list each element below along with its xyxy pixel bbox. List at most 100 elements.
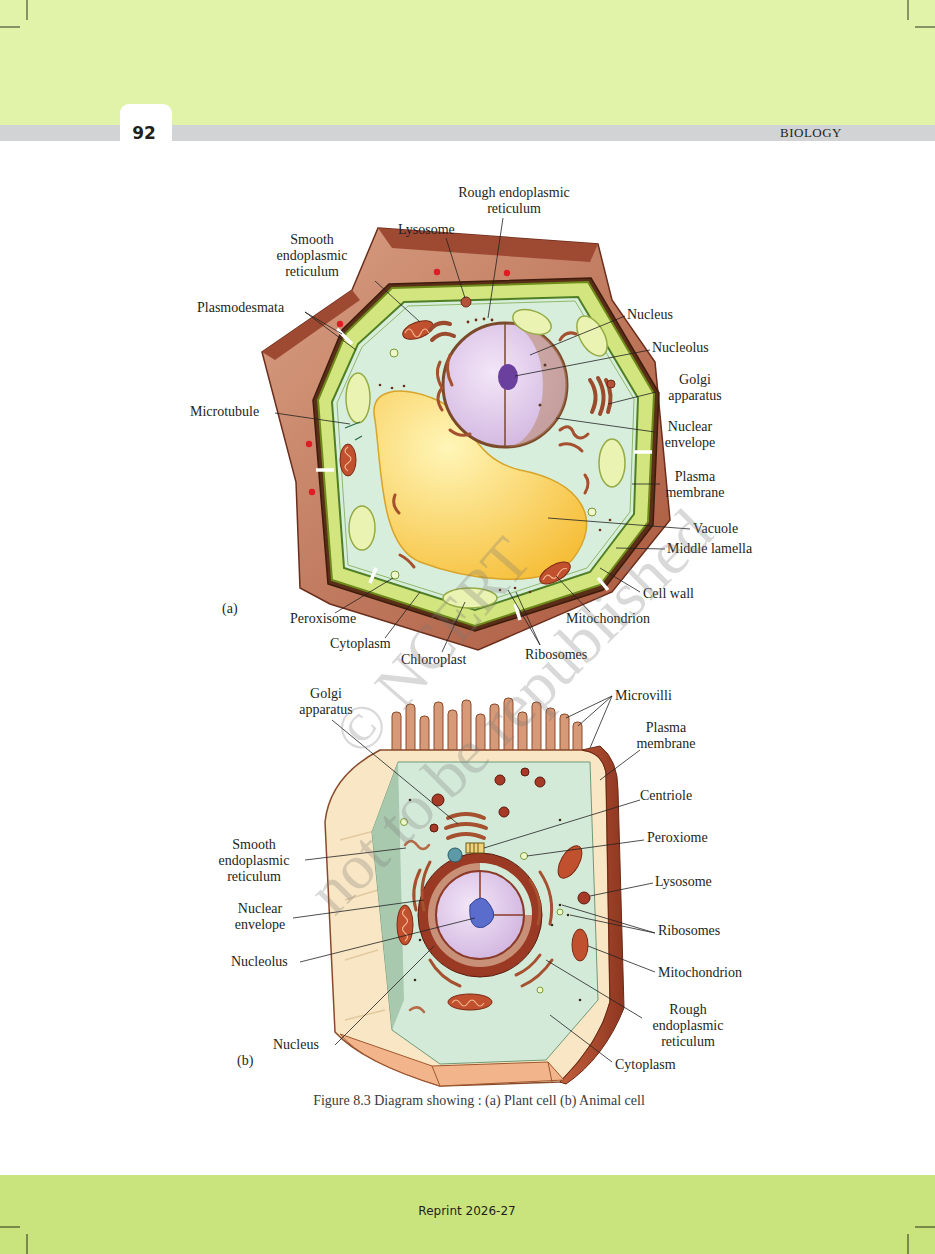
nucleus (470, 898, 494, 928)
centriole (466, 843, 484, 853)
rough-endoplasmic-reticulum (414, 862, 552, 986)
part-label: Nucleus (273, 1037, 319, 1053)
rough-er-ribosomes (483, 318, 486, 321)
running-header: BIOLOGY (780, 125, 842, 141)
pit-dots (309, 489, 315, 495)
leader-line (335, 946, 434, 1045)
plasmodesmata (634, 450, 652, 454)
centriole (470, 843, 478, 853)
leader-line (275, 413, 350, 424)
microtubule (355, 436, 362, 440)
ribosomes (559, 904, 562, 907)
pit-dots (434, 269, 440, 275)
part-label: Nuclear envelope (653, 419, 728, 451)
part-label: Rough endoplasmic reticulum (444, 185, 584, 217)
reprint-note: Reprint 2026-27 (418, 1204, 515, 1219)
rough-er-ribosomes (491, 319, 494, 322)
leader-line (556, 418, 655, 432)
part-label: Nucleus (627, 307, 673, 323)
rough-er-ribosomes (403, 385, 406, 388)
figure-caption: Figure 8.3 Diagram showing : (a) Plant c… (313, 1093, 645, 1109)
panel-letter: (b) (237, 1053, 253, 1069)
part-label: Mitochondrion (658, 965, 742, 981)
nucleus (436, 871, 524, 959)
leader-line (488, 218, 503, 318)
rough-endoplasmic-reticulum (422, 862, 430, 910)
mitochondrion (340, 444, 356, 476)
rough-er-ribosomes (391, 387, 394, 390)
leader-line (527, 840, 644, 856)
endoplasmic-reticulum (400, 555, 414, 567)
part-label: Lysosome (398, 222, 455, 238)
part-label: Cytoplasm (615, 1057, 676, 1073)
leader-line (562, 905, 655, 933)
leader-line (600, 750, 640, 780)
crop-marks (915, 27, 935, 28)
peroxisome (557, 909, 563, 915)
leader-line (608, 392, 656, 404)
lysosome (535, 777, 545, 787)
crop-marks (27, 0, 28, 20)
golgi-apparatus (448, 814, 484, 818)
panel-letter: (a) (222, 601, 238, 617)
golgi-apparatus (432, 334, 454, 340)
golgi-apparatus (598, 378, 604, 414)
part-label: Smooth endoplasmic reticulum (207, 837, 302, 885)
endoplasmic-reticulum (450, 430, 470, 435)
lysosome (578, 892, 590, 904)
rough-er-ribosomes (599, 529, 602, 532)
pit-dots (337, 321, 343, 327)
mitochondrion (448, 994, 492, 1010)
leader-line (578, 696, 612, 726)
part-label: Ribosomes (658, 923, 720, 939)
lysosome (607, 380, 615, 388)
nucleus (418, 853, 542, 977)
nucleus (498, 364, 518, 390)
part-label: Microtubule (190, 404, 259, 420)
mitochondrion (543, 569, 567, 581)
endoplasmic-reticulum (560, 333, 576, 340)
part-label: Plasmodesmata (197, 300, 284, 316)
rough-endoplasmic-reticulum (414, 870, 420, 910)
golgi-apparatus (446, 824, 486, 828)
leader-line (305, 312, 356, 350)
part-label: Nucleolus (231, 954, 288, 970)
leader-line (515, 350, 650, 376)
page-number: 92 (132, 123, 156, 143)
nucleus (443, 323, 567, 447)
golgi-apparatus (430, 323, 611, 414)
rough-er-ribosomes (529, 591, 532, 594)
lysosome (461, 297, 615, 388)
mitochondrion (452, 1000, 484, 1006)
part-label: Golgi apparatus (655, 372, 735, 404)
part-label: Smooth endoplasmic reticulum (265, 232, 360, 280)
microtubule (345, 422, 360, 428)
nucleus (544, 364, 547, 367)
peroxisome (537, 987, 543, 993)
part-label: Plasma membrane (626, 720, 706, 752)
peroxisome (391, 571, 399, 579)
peroxisome (521, 853, 528, 860)
lysosome (521, 768, 529, 776)
lysosome (461, 297, 471, 307)
ribosomes (559, 819, 562, 822)
leader-line (305, 312, 342, 334)
peroxisome (401, 819, 564, 994)
peroxisome (588, 508, 596, 516)
mitochondrion (345, 447, 351, 471)
leader-line (570, 915, 655, 933)
chloroplast (509, 305, 554, 339)
cell-base (432, 1062, 552, 1086)
part-label: Cytoplasm (330, 636, 391, 652)
crop-marks (0, 27, 20, 28)
leader-line (590, 883, 653, 896)
crop-marks (27, 1234, 28, 1254)
microtubule (345, 422, 362, 440)
crop-marks (915, 1227, 935, 1228)
ribosomes (414, 979, 417, 982)
centriole (448, 843, 484, 862)
nucleus (418, 853, 542, 977)
